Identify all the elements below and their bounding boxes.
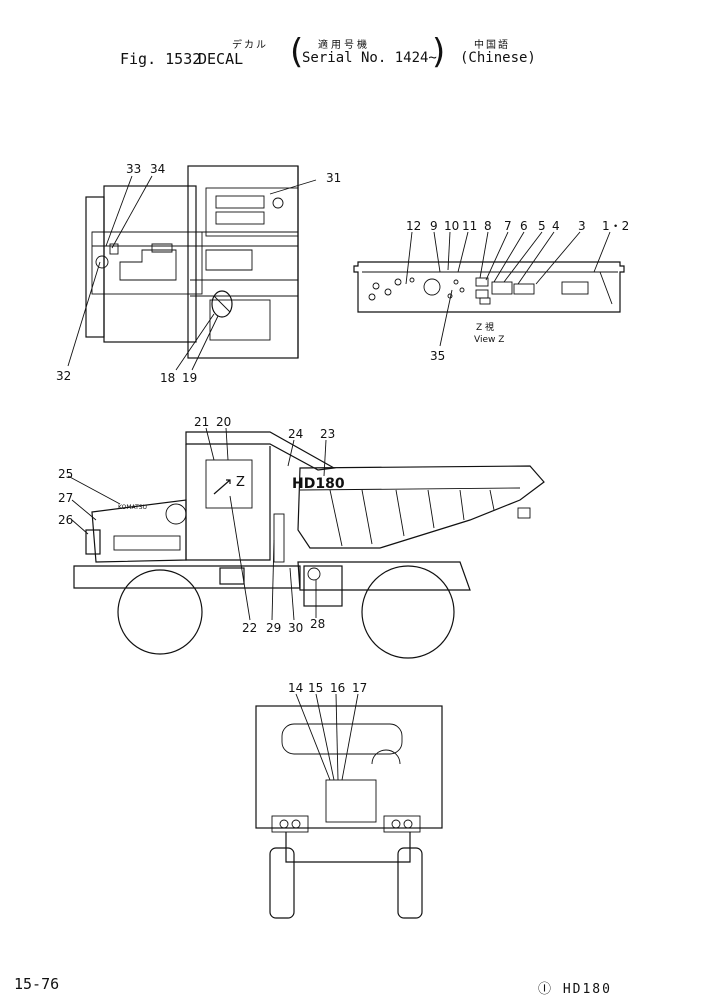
callout-29: 29 [266, 621, 281, 635]
callout-35: 35 [430, 349, 445, 363]
callout-28: 28 [310, 617, 325, 631]
open-brace: ( [290, 32, 304, 72]
callout-33: 33 [126, 162, 141, 176]
callout-23: 23 [320, 427, 335, 441]
callout-18: 18 [160, 371, 175, 385]
decal-japanese-label: デカル [232, 40, 268, 51]
callouts-rear: 14 15 16 17 [288, 681, 367, 695]
truck-model-marking: HD180 [292, 476, 345, 492]
callouts-dash: 12 9 10 11 8 7 6 5 4 3 1・2 35 [406, 219, 629, 363]
view-z-label: View Z [474, 335, 504, 345]
callout-26: 26 [58, 513, 73, 527]
callout-24: 24 [288, 427, 303, 441]
callout-4: 4 [552, 219, 560, 233]
callouts-side: 21 20 24 23 25 27 26 22 29 30 28 [58, 415, 335, 635]
callouts-cab: 33 34 31 32 18 19 [56, 162, 341, 385]
callout-11: 11 [462, 219, 477, 233]
language-label: (Chinese) [460, 50, 536, 66]
callout-15: 15 [308, 681, 323, 695]
view-z-arrow-icon [213, 479, 231, 495]
callout-8: 8 [484, 219, 492, 233]
callout-31: 31 [326, 171, 341, 185]
model-footer: Ⓘ HD180 [538, 982, 612, 997]
serial-japanese-label: 適用号機 [318, 40, 370, 51]
callout-6: 6 [520, 219, 528, 233]
callout-17: 17 [352, 681, 367, 695]
callout-30: 30 [288, 621, 303, 635]
callout-21: 21 [194, 415, 209, 429]
cab-z-marking: Z [236, 475, 245, 490]
truck-rear-view [255, 705, 443, 919]
callout-3: 3 [578, 219, 586, 233]
callout-9: 9 [430, 219, 438, 233]
callout-25: 25 [58, 467, 73, 481]
hood-brand-marking: KOMATSU [118, 504, 147, 511]
figure-number: Fig. 1532 [120, 50, 202, 68]
callout-16: 16 [330, 681, 345, 695]
cab-top-view [85, 165, 299, 359]
callout-14: 14 [288, 681, 303, 695]
callout-12: 12 [406, 219, 421, 233]
leader-lines [67, 175, 611, 781]
dashboard-view-z [353, 261, 625, 313]
callout-7: 7 [504, 219, 512, 233]
callout-22: 22 [242, 621, 257, 635]
serial-range: Serial No. 1424~ [302, 50, 437, 66]
callout-32: 32 [56, 369, 71, 383]
close-brace: ) [432, 32, 446, 72]
language-japanese-label: 中国語 [474, 40, 510, 51]
page-number: 15-76 [14, 975, 60, 993]
callout-10: 10 [444, 219, 459, 233]
callout-34: 34 [150, 162, 165, 176]
callout-1-2: 1・2 [602, 219, 629, 233]
view-z-japanese-label: Z 視 [476, 321, 494, 333]
figure-title: DECAL [198, 50, 244, 68]
callout-5: 5 [538, 219, 546, 233]
callout-20: 20 [216, 415, 231, 429]
callout-27: 27 [58, 491, 73, 505]
truck-side-view [73, 431, 545, 659]
callout-19: 19 [182, 371, 197, 385]
